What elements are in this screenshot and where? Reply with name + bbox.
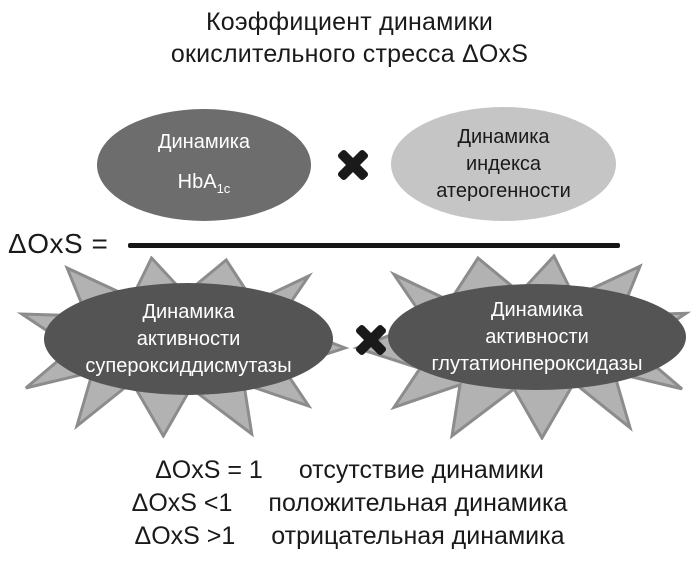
multiply-icon-bottom bbox=[353, 322, 389, 358]
node-ai-line-3: атерогенности bbox=[436, 179, 571, 202]
node-gpx-line-3: глутатионпероксидазы bbox=[431, 352, 643, 375]
interpretation-legend: ΔOxS = 1 отсутствие динамики ΔOxS <1 пол… bbox=[0, 456, 699, 551]
node-ai-line-2: индекса bbox=[465, 152, 542, 175]
legend-expr: ΔOxS <1 bbox=[131, 489, 233, 517]
hba1c-subscript: 1c bbox=[216, 180, 231, 196]
fraction-line bbox=[128, 243, 620, 248]
node-gpx-line-1: Динамика bbox=[490, 298, 584, 321]
legend-row-less: ΔOxS <1 положительная динамика bbox=[0, 489, 699, 518]
legend-desc: положительная динамика bbox=[268, 489, 568, 517]
node-sod-line-3: супероксиддисмутазы bbox=[85, 354, 292, 377]
node-sod-line-1: Динамика bbox=[142, 300, 235, 323]
node-sod-activity-dynamics: Динамика активности супероксиддисмутазы bbox=[44, 283, 333, 395]
node-gpx-activity-dynamics: Динамика активности глутатионпероксидазы bbox=[388, 284, 686, 390]
legend-desc: отсутствие динамики bbox=[298, 456, 544, 484]
node-hba1c-line-2: HbA1c bbox=[178, 169, 231, 202]
legend-expr: ΔOxS >1 bbox=[134, 522, 236, 550]
hba1c-main: HbA bbox=[177, 170, 217, 193]
node-gpx-line-2: активности bbox=[485, 325, 589, 348]
legend-expr: ΔOxS = 1 bbox=[155, 456, 263, 484]
node-ai-line-1: Динамика bbox=[457, 125, 550, 148]
multiply-icon-top bbox=[335, 147, 371, 183]
title-line-1: Коэффициент динамики bbox=[205, 8, 494, 36]
title-line-2: окислительного стресса ΔOxS bbox=[170, 40, 529, 68]
formula-lhs: ΔOxS = bbox=[8, 228, 109, 259]
diagram-title: Коэффициент динамики окислительного стре… bbox=[0, 6, 699, 70]
node-hba1c-line-1: Динамика bbox=[157, 130, 251, 153]
legend-row-greater: ΔOxS >1 отрицательная динамика bbox=[0, 522, 699, 551]
legend-row-equal: ΔOxS = 1 отсутствие динамики bbox=[0, 456, 699, 485]
node-hba1c-dynamics: Динамика HbA1c bbox=[97, 109, 311, 221]
legend-desc: отрицательная динамика bbox=[271, 522, 565, 550]
node-sod-line-2: активности bbox=[136, 327, 241, 350]
node-atherogenic-index-dynamics: Динамика индекса атерогенности bbox=[391, 107, 616, 221]
